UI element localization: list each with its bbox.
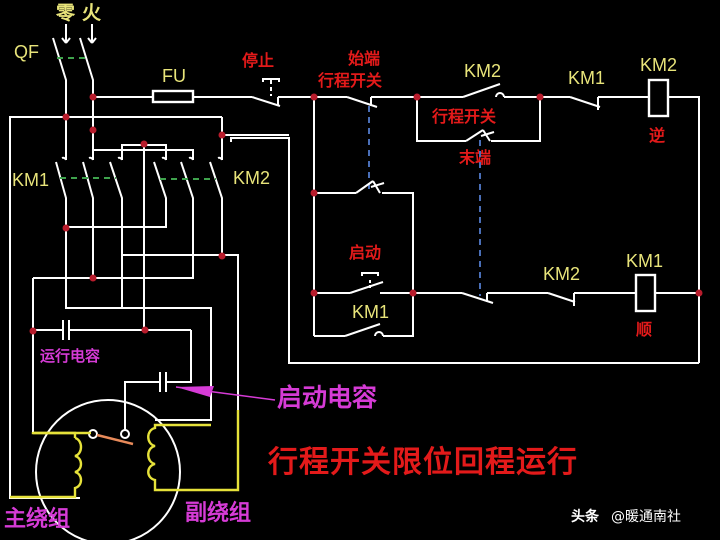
run-capacitor-label: 运行电容 bbox=[40, 347, 100, 365]
km1-coil bbox=[634, 273, 657, 313]
start-button-label: 启动 bbox=[349, 243, 381, 262]
start-capacitor-label: 启动电容 bbox=[277, 383, 377, 412]
main-power-section: KM1 KM2 bbox=[9, 97, 289, 499]
junction-dot bbox=[140, 140, 148, 148]
km2-contact-label: KM2 bbox=[464, 61, 501, 81]
junction-dot bbox=[141, 326, 149, 334]
neutral-arrow-icon bbox=[61, 24, 71, 44]
breaker-qf bbox=[52, 37, 94, 117]
junction-dot bbox=[310, 189, 318, 197]
live-arrow-icon bbox=[87, 24, 97, 44]
fuse-fu bbox=[151, 89, 195, 104]
junction-dot bbox=[310, 93, 318, 101]
live-label: 火 bbox=[82, 2, 102, 24]
junction-dot bbox=[413, 93, 421, 101]
diagram-title: 行程开关限位回程运行 bbox=[267, 445, 578, 480]
motor-section: 运行电容 启动电容 主绕组 副绕组 bbox=[4, 320, 377, 540]
km2-main-label: KM2 bbox=[233, 168, 270, 188]
fuse-section: FU bbox=[93, 66, 252, 104]
end-limit-label-line1: 行程开关 bbox=[431, 107, 496, 126]
motor-circle bbox=[35, 399, 181, 540]
watermark-platform: 头条 bbox=[571, 508, 600, 525]
end-limit-label-line2: 末端 bbox=[459, 148, 491, 167]
centrifugal-switch-blade bbox=[96, 433, 134, 446]
junction-dot bbox=[409, 289, 417, 297]
start-limit-label-line2: 行程开关 bbox=[317, 71, 382, 90]
km1-interlock-label: KM1 bbox=[568, 68, 605, 88]
forward-start-branch: 启动 KM1 bbox=[313, 97, 414, 337]
watermark-account: @暖通南社 bbox=[611, 509, 681, 525]
km1-main-label: KM1 bbox=[12, 170, 49, 190]
km1-coil-label: KM1 bbox=[626, 251, 663, 271]
control-neutral-return bbox=[230, 137, 699, 364]
start-limit-label-line1: 始端 bbox=[348, 49, 380, 68]
breaker-label: QF bbox=[14, 42, 39, 62]
junction-dot bbox=[89, 274, 97, 282]
junction-dot bbox=[62, 113, 70, 121]
start-capacitor-arrow-icon bbox=[175, 386, 276, 401]
aux-winding-label: 副绕组 bbox=[185, 500, 251, 526]
km2-hold-and-end-limit: KM2 行程开关 末端 bbox=[416, 61, 541, 296]
junction-dot bbox=[29, 327, 37, 335]
km1-coil-desc: 顺 bbox=[636, 320, 652, 339]
junction-dot bbox=[62, 224, 70, 232]
junction-dot bbox=[218, 131, 226, 139]
km2-interlock-label: KM2 bbox=[543, 264, 580, 284]
km1-hold-label: KM1 bbox=[352, 302, 389, 322]
main-winding-coil bbox=[10, 436, 83, 499]
stop-label: 停止 bbox=[242, 51, 274, 70]
centrifugal-switch-terminal bbox=[120, 429, 130, 439]
start-limit-switch: 始端 行程开关 bbox=[314, 49, 417, 190]
km2-coil-label: KM2 bbox=[640, 55, 677, 75]
junction-dot bbox=[89, 93, 97, 101]
main-winding-label: 主绕组 bbox=[4, 506, 70, 532]
km1-main-contacts: KM1 bbox=[12, 117, 123, 308]
reverse-branch: KM1 KM2 逆 bbox=[540, 55, 700, 363]
junction-dot bbox=[89, 126, 97, 134]
supply-section: 零 火 QF bbox=[14, 2, 102, 117]
junction-dot bbox=[310, 289, 318, 297]
junction-dots bbox=[29, 93, 703, 335]
junction-dot bbox=[695, 289, 703, 297]
neutral-label: 零 bbox=[55, 2, 76, 24]
junction-dot bbox=[536, 93, 544, 101]
km2-coil bbox=[647, 78, 670, 118]
fuse-label: FU bbox=[162, 66, 186, 86]
watermark: 头条 @暖通南社 bbox=[571, 508, 681, 525]
forward-branch: KM2 KM1 顺 bbox=[413, 251, 699, 339]
junction-dot bbox=[218, 252, 226, 260]
aux-winding-coil bbox=[147, 410, 240, 492]
km2-coil-desc: 逆 bbox=[649, 126, 665, 145]
stop-button: 停止 bbox=[242, 51, 314, 107]
